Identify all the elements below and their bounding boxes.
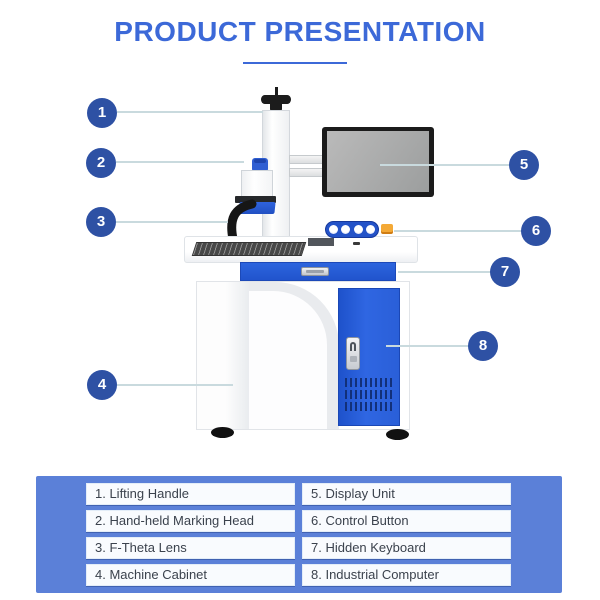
leader-line-5 bbox=[380, 164, 510, 166]
title-underline bbox=[243, 62, 347, 64]
callout-marker-8: 8 bbox=[468, 331, 498, 361]
marking-head-base bbox=[235, 196, 276, 203]
callout-marker-1: 1 bbox=[87, 98, 117, 128]
legend-item-2: 2. Hand-held Marking Head bbox=[86, 510, 295, 532]
drawer-handle-slot bbox=[306, 270, 324, 273]
control-button-3 bbox=[353, 225, 363, 234]
callout-marker-7: 7 bbox=[490, 257, 520, 287]
vent-row bbox=[345, 402, 393, 411]
galvo-knob bbox=[252, 158, 268, 172]
legend-item-7: 7. Hidden Keyboard bbox=[302, 537, 511, 559]
leader-line-3 bbox=[116, 221, 228, 223]
work-grating bbox=[191, 242, 307, 256]
callout-marker-6: 6 bbox=[521, 216, 551, 246]
legend-item-5: 5. Display Unit bbox=[302, 483, 511, 505]
callout-marker-3: 3 bbox=[86, 207, 116, 237]
monitor-arm-upper bbox=[289, 155, 325, 164]
cabinet-recess bbox=[249, 282, 339, 429]
machine-cabinet bbox=[196, 281, 410, 430]
control-button-1 bbox=[329, 225, 339, 234]
monitor-screen bbox=[327, 131, 429, 192]
legend-column-right: 5. Display Unit 6. Control Button 7. Hid… bbox=[302, 483, 511, 591]
callout-marker-5: 5 bbox=[509, 150, 539, 180]
control-button-2 bbox=[341, 225, 351, 234]
legend-column-left: 1. Lifting Handle 2. Hand-held Marking H… bbox=[86, 483, 295, 591]
galvo-knob-cap bbox=[254, 159, 266, 163]
cabinet-recess-inner bbox=[249, 291, 327, 429]
leader-line-6 bbox=[394, 230, 522, 232]
display-monitor bbox=[322, 127, 434, 197]
leader-line-8 bbox=[386, 345, 469, 347]
control-buttons bbox=[325, 221, 379, 238]
marking-head bbox=[241, 170, 273, 198]
vent-row bbox=[345, 390, 393, 399]
door-handle-slot bbox=[350, 356, 357, 362]
control-button-4 bbox=[365, 225, 375, 234]
door-vents bbox=[345, 378, 393, 414]
legend-item-3: 3. F-Theta Lens bbox=[86, 537, 295, 559]
cabinet-leg bbox=[197, 282, 249, 429]
logo-mark bbox=[353, 242, 360, 245]
lifting-handle-stem bbox=[270, 102, 282, 112]
callout-marker-2: 2 bbox=[86, 148, 116, 178]
leader-line-7 bbox=[398, 271, 491, 273]
legend-item-8: 8. Industrial Computer bbox=[302, 564, 511, 586]
cabinet-door bbox=[338, 288, 400, 426]
leader-line-1 bbox=[117, 111, 263, 113]
callout-marker-4: 4 bbox=[87, 370, 117, 400]
legend-item-4: 4. Machine Cabinet bbox=[86, 564, 295, 586]
machine-foot-left bbox=[211, 427, 234, 438]
vent-row bbox=[345, 378, 393, 387]
leader-line-2 bbox=[116, 161, 244, 163]
machine-foot-right bbox=[386, 429, 409, 440]
emergency-button bbox=[381, 224, 393, 232]
page-title: PRODUCT PRESENTATION bbox=[114, 16, 486, 47]
legend-panel: 1. Lifting Handle 2. Hand-held Marking H… bbox=[36, 476, 562, 593]
door-handle-hook-icon bbox=[350, 342, 356, 351]
column-base-pad bbox=[308, 238, 334, 246]
lifting-handle bbox=[261, 95, 291, 104]
monitor-arm-lower bbox=[289, 168, 325, 177]
leader-line-4 bbox=[117, 384, 233, 386]
lifting-handle-rod bbox=[275, 87, 278, 97]
legend-item-6: 6. Control Button bbox=[302, 510, 511, 532]
legend-item-1: 1. Lifting Handle bbox=[86, 483, 295, 505]
door-handle bbox=[346, 337, 360, 370]
